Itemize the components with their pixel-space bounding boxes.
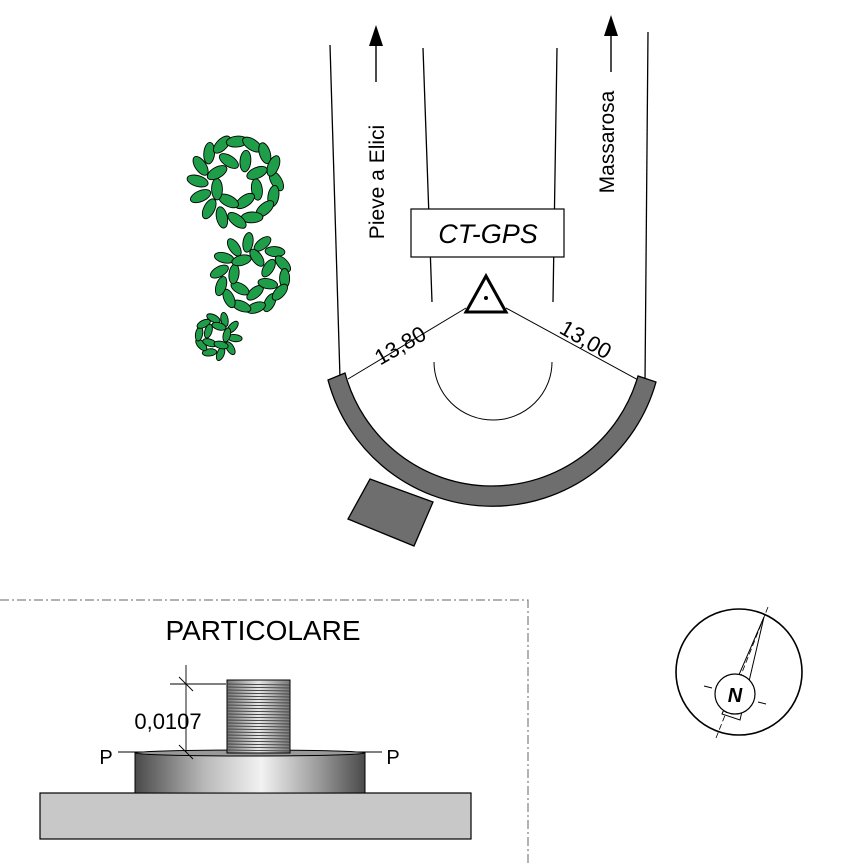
measure-line-right: [505, 307, 641, 382]
tree-leaf: [213, 340, 229, 350]
tree-leaf: [214, 276, 228, 297]
tree-leaf: [192, 156, 209, 176]
compass-icon: N: [675, 606, 803, 739]
station-code-label: CT-GPS: [438, 219, 538, 249]
survey-point-icon: [463, 272, 509, 314]
tree-leaf: [264, 246, 286, 258]
tree-leaf: [215, 206, 229, 229]
tree-leaf: [246, 165, 268, 180]
arrow-up-left-head: [369, 25, 383, 46]
tree-leaf: [261, 258, 276, 278]
tree-leaf: [271, 283, 288, 301]
measure-line-left: [347, 307, 467, 380]
road-inner-right: [552, 47, 558, 303]
cylinder: [134, 752, 366, 794]
p-mark-left: P: [99, 747, 112, 769]
distance-label-left: 13,80: [370, 321, 430, 370]
road-inner-left: [422, 47, 433, 303]
tree-leaf: [190, 189, 212, 204]
tree-leaf: [212, 135, 231, 154]
road-label-left: Pieve a Elici: [366, 125, 389, 239]
tree-leaf: [228, 263, 240, 285]
tree-leaf: [257, 278, 279, 290]
small-block: [347, 478, 434, 547]
tree-leaf: [211, 321, 227, 331]
height-dimension-label: 0,0107: [134, 709, 201, 734]
tree-icons: [186, 135, 292, 361]
road-edges: [329, 31, 649, 383]
tree-leaf: [249, 248, 265, 267]
tree-leaf: [203, 323, 213, 339]
compass-north-label: N: [728, 685, 743, 707]
measure-lines: [347, 307, 641, 382]
inner-curve: [433, 361, 553, 421]
detail-frame: [0, 599, 529, 866]
tree-icon: [186, 135, 284, 229]
p-mark-right: P: [386, 747, 399, 769]
tree-icon: [209, 232, 292, 314]
detail-title: PARTICOLARE: [165, 615, 360, 646]
tree-leaf: [206, 165, 228, 181]
tree-leaf: [203, 141, 216, 165]
road-label-right: Massarosa: [596, 90, 619, 193]
base-plate: [39, 792, 472, 840]
tree-leaf: [266, 155, 281, 177]
tree-leaf: [239, 149, 252, 173]
tree-leaf: [258, 142, 272, 165]
tree-leaf: [274, 255, 292, 273]
arrow-up-right-head: [604, 15, 618, 36]
distance-label-right: 13,00: [556, 315, 616, 364]
station-code-box: [410, 208, 565, 258]
curved-wall: [327, 372, 657, 507]
tree-icon: [194, 312, 243, 361]
detail-section: PARTICOLARE P P 0,0107: [0, 599, 529, 866]
tree-leaf: [209, 264, 229, 279]
road-outer-left: [329, 44, 341, 379]
tree-leaf: [230, 281, 250, 296]
tree-leaf: [227, 212, 247, 229]
tree-leaf: [218, 153, 239, 169]
tree-leaf: [242, 232, 254, 253]
tree-leaf: [186, 174, 209, 188]
tree-leaf: [206, 313, 221, 324]
tree-leaf: [211, 177, 223, 201]
tree-leaf: [201, 198, 217, 220]
screw-threads: [226, 683, 291, 752]
road-outer-right: [644, 31, 649, 383]
tree-leaf: [222, 327, 232, 343]
dimension-lines: [170, 665, 226, 760]
direction-arrows: [369, 15, 618, 82]
